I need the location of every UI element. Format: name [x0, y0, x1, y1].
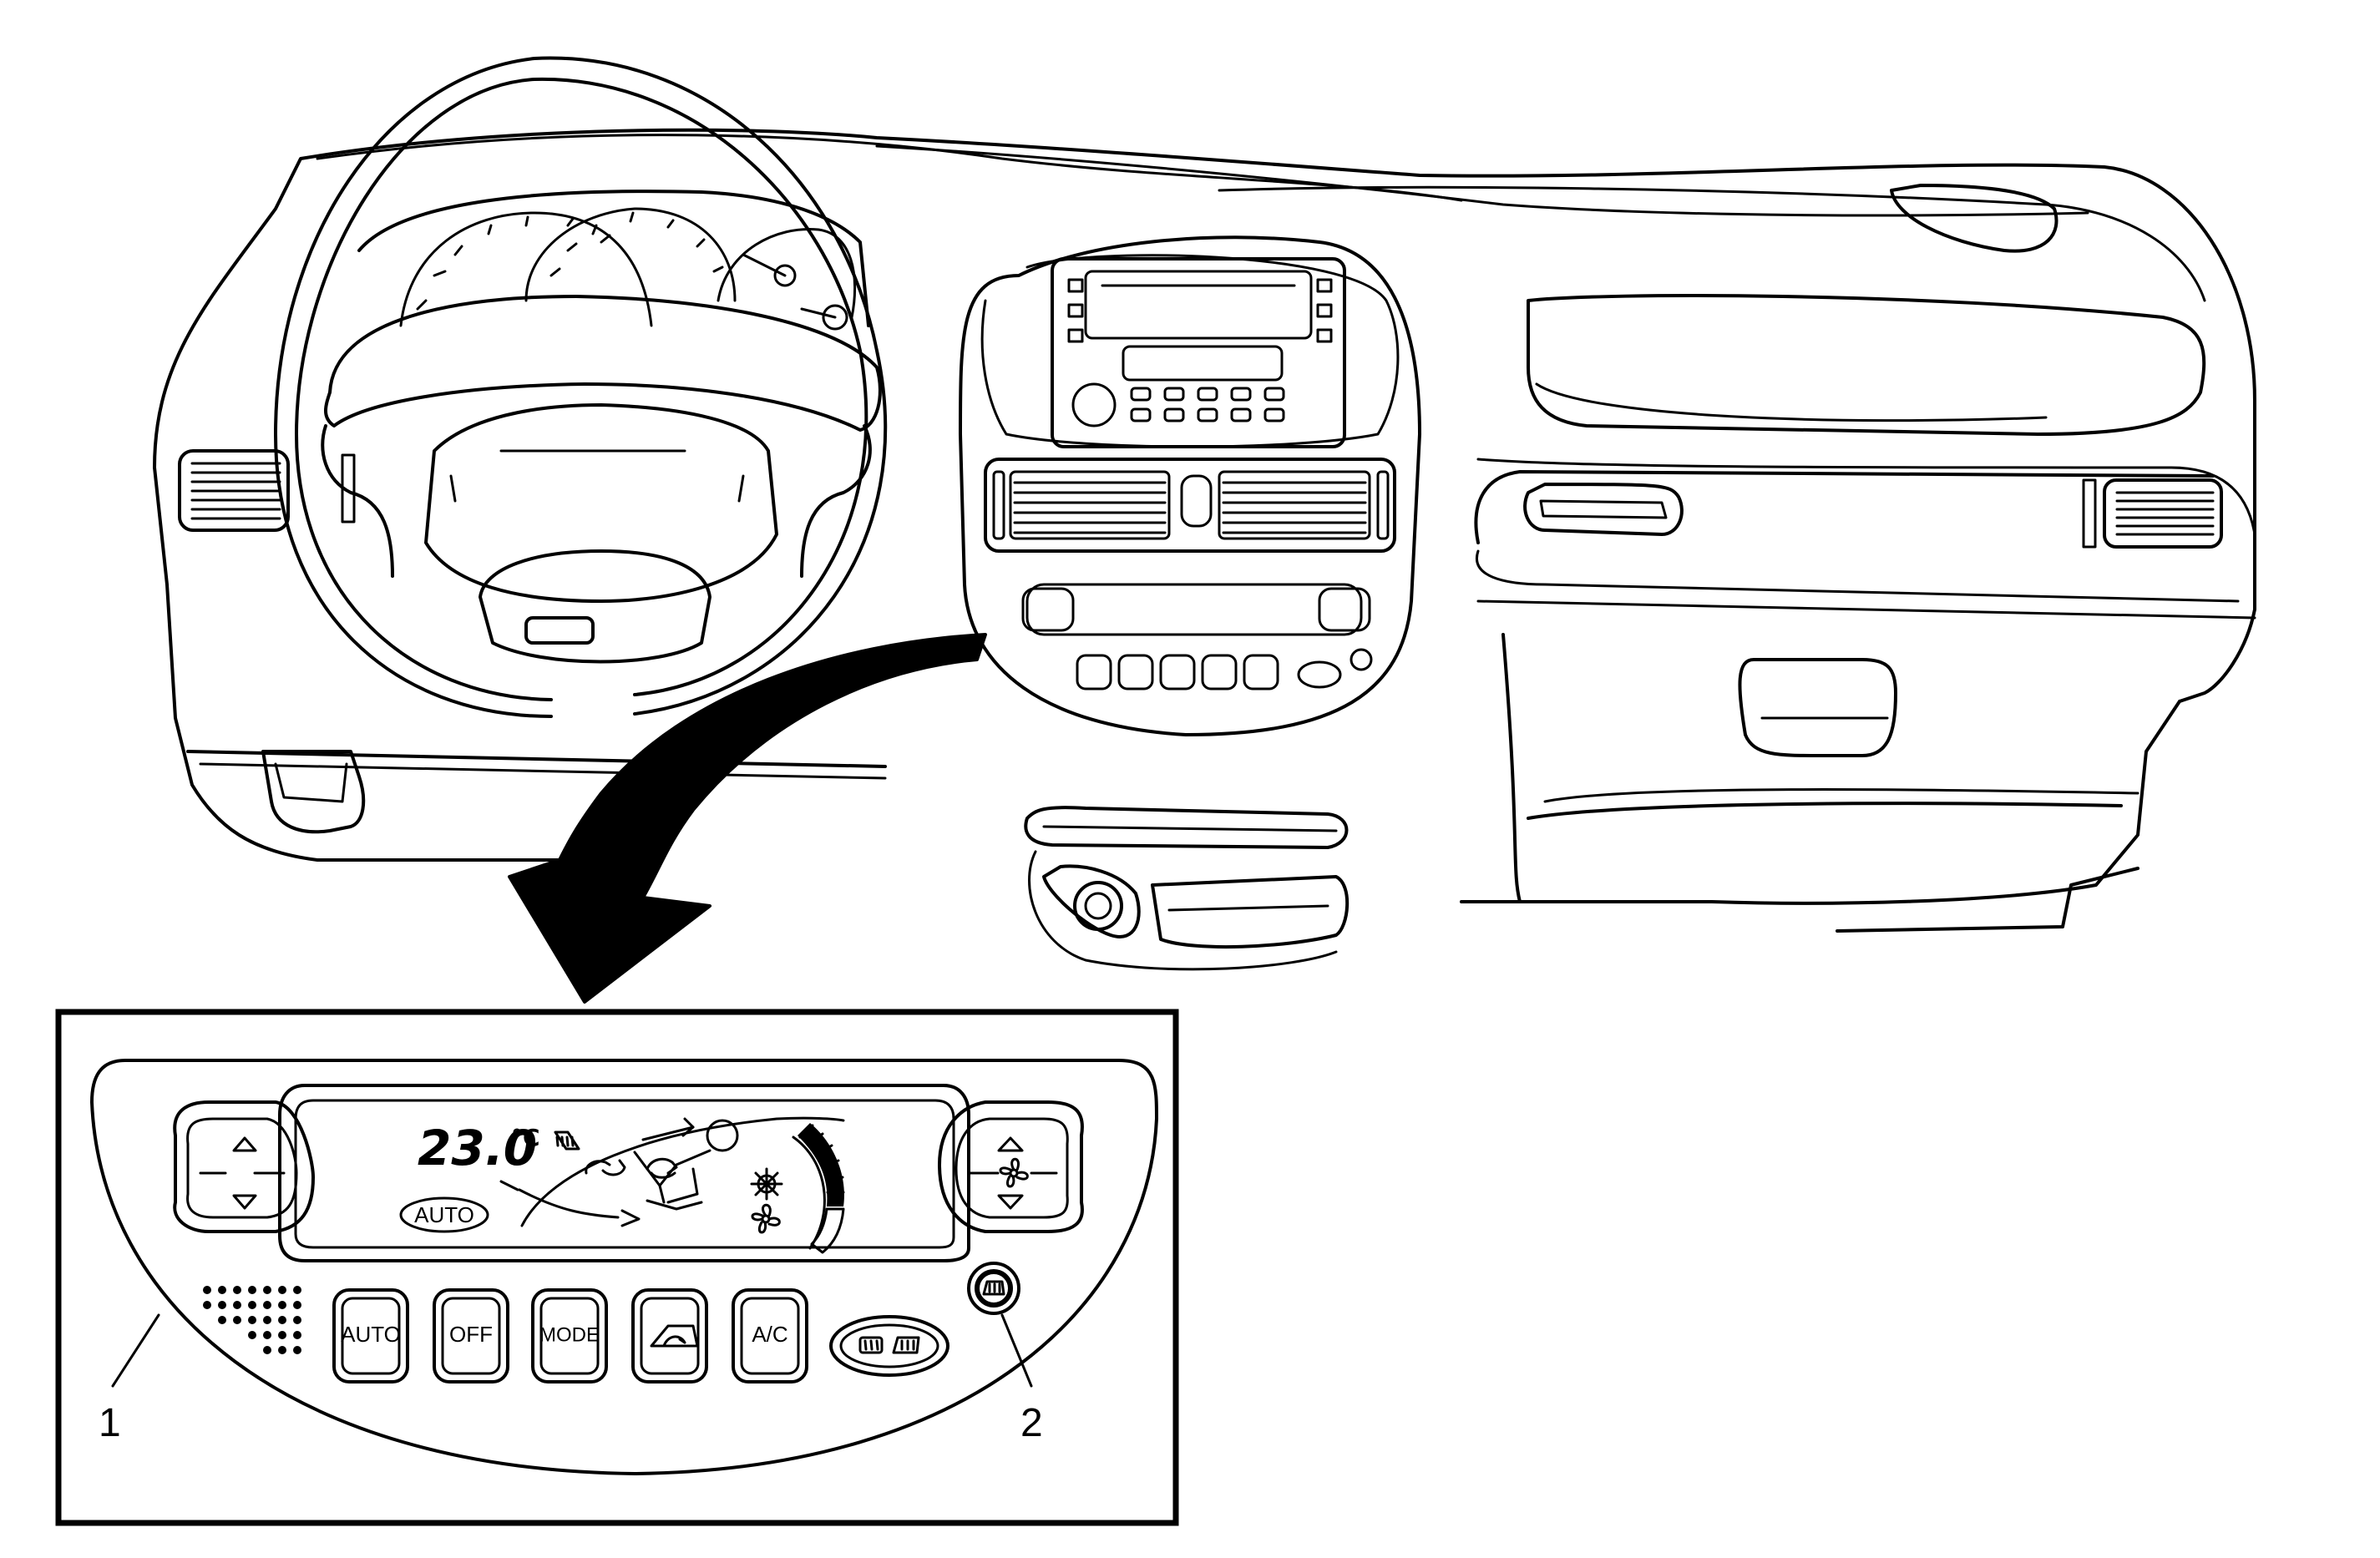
- callout-1-leader: [111, 1313, 160, 1388]
- svg-text:MODE: MODE: [539, 1323, 600, 1346]
- center-console: [959, 235, 1421, 971]
- sensor-grille: [203, 1286, 301, 1354]
- svg-text:AUTO: AUTO: [341, 1322, 401, 1347]
- steering-wheel: [274, 56, 888, 718]
- detail-inset: 23.0 °C AUTO: [55, 1009, 1179, 1526]
- svg-text:OFF: OFF: [449, 1322, 493, 1347]
- recirculation-icon: [650, 1324, 699, 1348]
- svg-text:AUTO: AUTO: [414, 1202, 474, 1227]
- temperature-up-icon: [232, 1136, 257, 1152]
- ac-button[interactable]: A/C: [732, 1288, 808, 1383]
- fan-down-icon: [997, 1194, 1024, 1210]
- recirculation-button[interactable]: [631, 1288, 708, 1383]
- svg-text:A/C: A/C: [752, 1322, 787, 1347]
- climate-control-panel: [90, 1059, 1158, 1475]
- auto-button[interactable]: AUTO: [332, 1288, 409, 1383]
- temperature-rocker[interactable]: [173, 1100, 315, 1233]
- lcd-defrost-icon: [554, 1131, 580, 1151]
- off-button[interactable]: OFF: [433, 1288, 509, 1383]
- callout-1-label: 1: [99, 1401, 121, 1445]
- ac-snowflake-icon: [750, 1167, 783, 1201]
- front-defrost-round-button[interactable]: [967, 1262, 1020, 1315]
- dashboard-illustration: [153, 56, 2256, 1004]
- mode-button[interactable]: MODE: [531, 1288, 608, 1383]
- lcd-temperature: 23.0: [418, 1120, 537, 1176]
- zoom-arrow: [508, 633, 987, 1004]
- fan-icon: [999, 1157, 1029, 1188]
- callout-2-label: 2: [1020, 1401, 1043, 1445]
- fan-speed-rocker[interactable]: [938, 1100, 1084, 1233]
- front-defrost-icon: [892, 1336, 920, 1354]
- temperature-down-icon: [232, 1194, 257, 1210]
- fan-up-icon: [997, 1136, 1024, 1152]
- defrost-icon: [982, 1280, 1005, 1296]
- auto-indicator: AUTO: [399, 1196, 489, 1233]
- lcd-fan-icon: [751, 1203, 781, 1234]
- fan-level-gauge: [792, 1123, 845, 1254]
- inset-frame: [55, 1009, 1179, 1526]
- occupant-airflow-icon: [633, 1117, 739, 1211]
- defrost-oval-button[interactable]: [829, 1315, 949, 1377]
- lcd-display: [294, 1099, 955, 1249]
- rear-defrost-icon: [858, 1336, 884, 1354]
- lcd-unit: °C: [511, 1124, 540, 1151]
- callout-2-leader: [1000, 1313, 1033, 1388]
- recirculation-indicator-icon: [585, 1159, 626, 1176]
